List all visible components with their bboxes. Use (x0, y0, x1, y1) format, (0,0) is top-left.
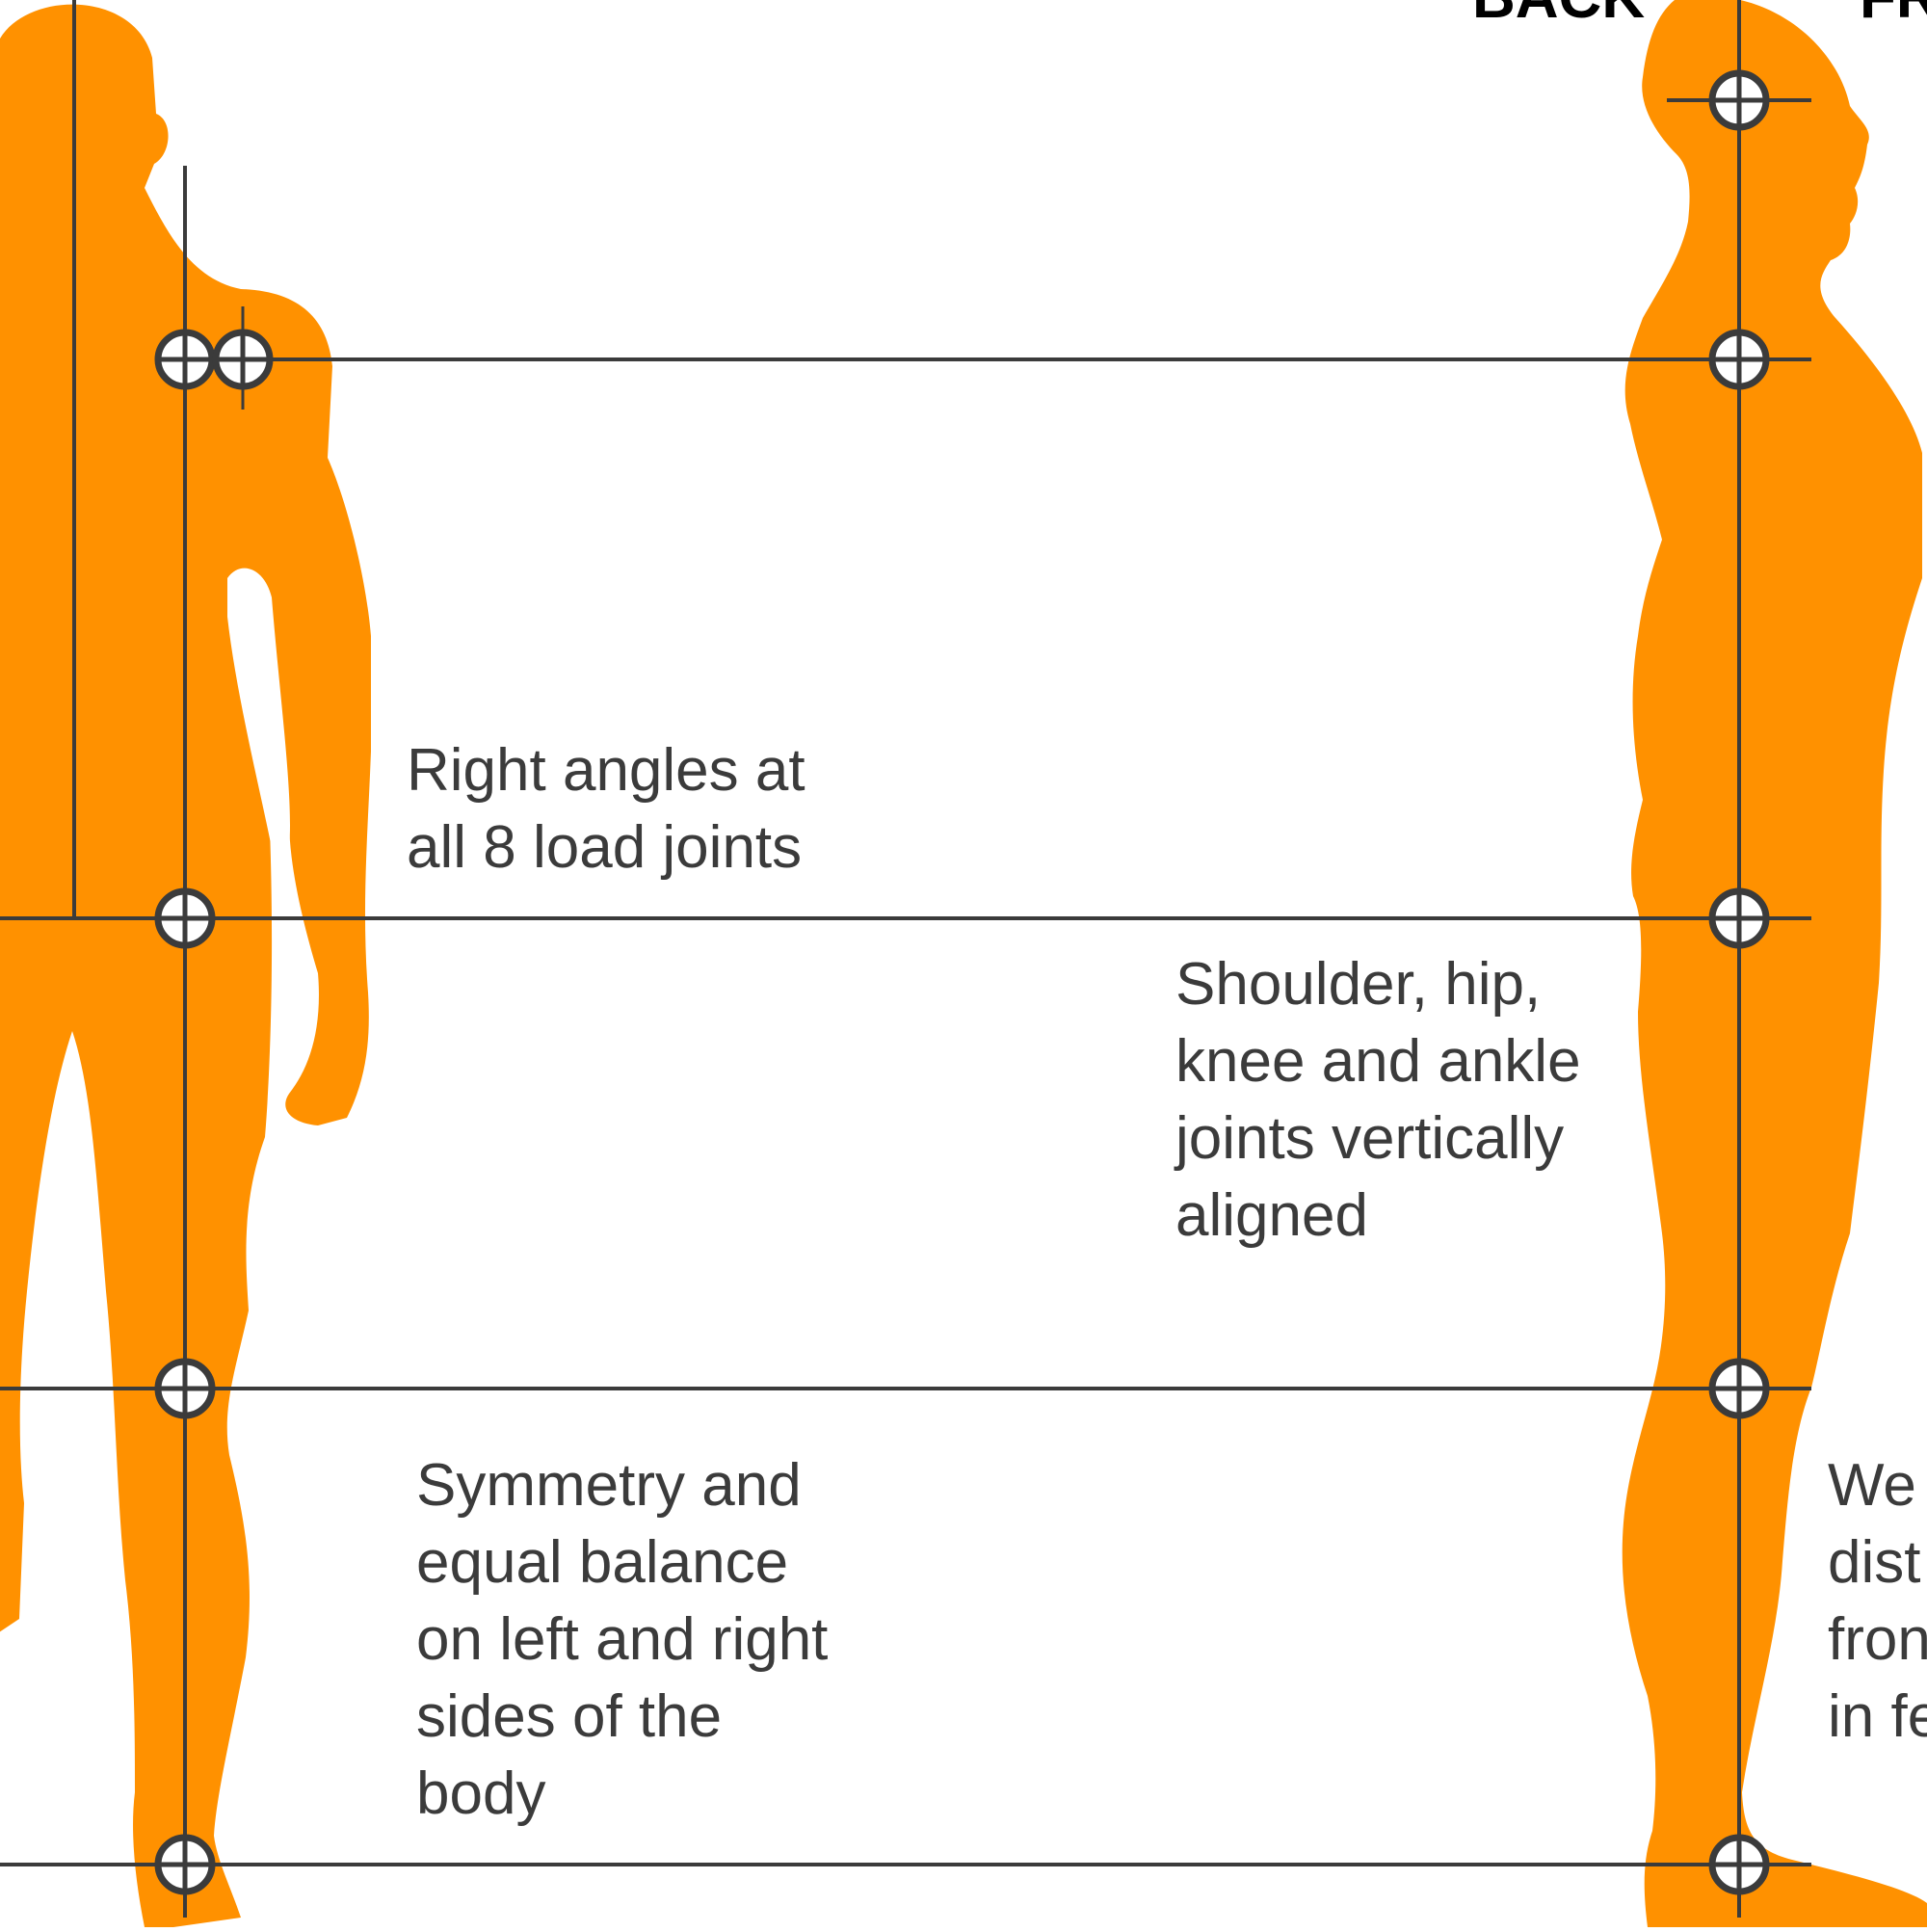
symmetry-line: on left and right (416, 1606, 829, 1673)
joint-alignment-label: Shoulder, hip, knee and ankle joints ver… (1175, 946, 1581, 1255)
joint-markers (154, 69, 1770, 1895)
symmetry-line: Symmetry and (416, 1452, 802, 1519)
side-body-silhouette (1622, 0, 1927, 1927)
back-view-label: BACK (1472, 0, 1645, 32)
symmetry-line: sides of the (416, 1683, 723, 1750)
joint-alignment-line: joints vertically (1175, 1105, 1565, 1172)
weight-line: in fe (1828, 1683, 1927, 1750)
front-shoulder-outer-joint-marker (212, 329, 274, 390)
side-head-joint-marker (1708, 69, 1770, 131)
side-ankle-joint-marker (1708, 1834, 1770, 1895)
weight-line: fron (1828, 1606, 1927, 1673)
symmetry-line: equal balance (416, 1529, 789, 1596)
symmetry-line: body (416, 1760, 546, 1827)
front-shoulder-joint-marker (154, 329, 216, 390)
front-ankle-joint-marker (154, 1834, 216, 1895)
right-angles-label: Right angles at all 8 load joints (407, 732, 805, 887)
weight-line: We (1828, 1452, 1916, 1519)
alignment-lines (0, 0, 1811, 1918)
joint-alignment-line: aligned (1175, 1182, 1368, 1249)
weight-line: dist (1828, 1529, 1921, 1596)
side-shoulder-joint-marker (1708, 329, 1770, 390)
joint-alignment-line: knee and ankle (1175, 1028, 1581, 1095)
side-knee-joint-marker (1708, 1358, 1770, 1419)
front-arm-gap (227, 568, 290, 848)
right-angles-line: all 8 load joints (407, 814, 803, 881)
joint-alignment-line: Shoulder, hip, (1175, 951, 1542, 1018)
right-angles-line: Right angles at (407, 737, 805, 804)
front-hip-joint-marker (154, 887, 216, 949)
side-hip-joint-marker (1708, 887, 1770, 949)
front-view-label: FR (1860, 0, 1927, 32)
weight-distribution-label: We dist fron in fe (1828, 1447, 1927, 1756)
front-knee-joint-marker (154, 1358, 216, 1419)
symmetry-label: Symmetry and equal balance on left and r… (416, 1447, 828, 1833)
